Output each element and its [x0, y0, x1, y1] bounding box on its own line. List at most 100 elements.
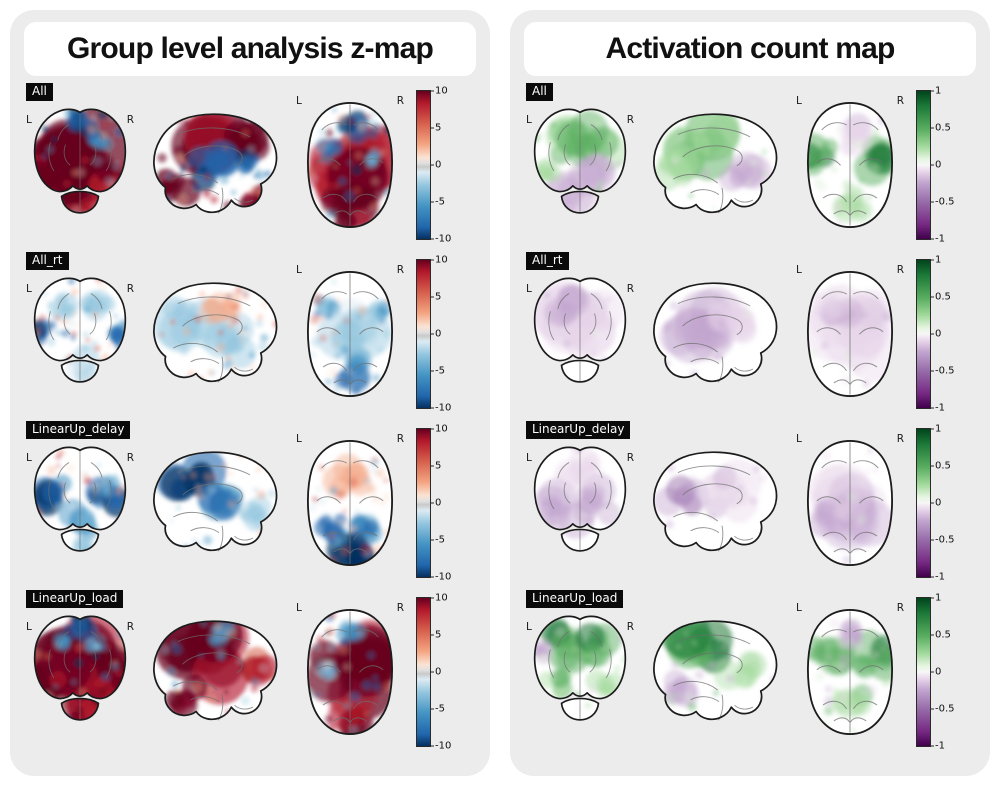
row-label: LinearUp_load	[526, 590, 624, 608]
colorbar-tick-label: -0.5	[930, 196, 955, 207]
colorbar-tick-label: 1	[929, 592, 942, 603]
colorbar-tick-label: 1	[929, 254, 942, 265]
hemisphere-right-label: R	[896, 601, 904, 614]
colorbar-tick-label: -1	[930, 740, 945, 751]
brain-sagittal-view	[139, 614, 289, 730]
colorbar-tick-label: -5	[430, 365, 445, 376]
hemisphere-left-label: L	[526, 451, 532, 464]
sagittal-glass-brain	[153, 112, 278, 213]
axial-glass-brain	[307, 608, 393, 735]
colorbar-tick-label: -1	[930, 402, 945, 413]
coronal-glass-brain	[533, 108, 627, 214]
row-label: All	[26, 83, 53, 101]
hemisphere-right-label: R	[896, 263, 904, 276]
colorbar-tick-label: 0	[429, 497, 442, 508]
colorbar-tick-label: 0	[929, 159, 942, 170]
hemisphere-right-label: R	[626, 620, 634, 633]
hemisphere-left-label: L	[296, 601, 302, 614]
colorbar-tick-label: -10	[429, 740, 452, 751]
axial-glass-brain	[807, 270, 893, 397]
hemisphere-left-label: L	[526, 113, 532, 126]
brain-sagittal-view	[639, 276, 789, 392]
axial-glass-brain	[807, 101, 893, 228]
colorbar-tick-label: 0	[929, 497, 942, 508]
hemisphere-right-label: R	[626, 113, 634, 126]
hemisphere-left-label: L	[296, 94, 302, 107]
colorbar-tick-label: 5	[429, 460, 442, 471]
colorbar-tick-label: 1	[929, 85, 942, 96]
colorbar-tick-label: 0.5	[930, 122, 951, 133]
coronal-glass-brain	[33, 446, 127, 552]
hemisphere-right-label: R	[896, 432, 904, 445]
coronal-glass-brain	[533, 615, 627, 721]
colorbar-tick-label: -5	[430, 196, 445, 207]
row-label: All	[526, 83, 553, 101]
hemisphere-right-label: R	[396, 601, 404, 614]
brain-sagittal-view	[139, 107, 289, 223]
row-label: All_rt	[26, 252, 69, 270]
colorbar-tick-label: -5	[430, 703, 445, 714]
hemisphere-left-label: L	[796, 432, 802, 445]
colorbar-tick-label: -1	[930, 571, 945, 582]
colorbar-tick-label: 0	[929, 328, 942, 339]
hemisphere-left-label: L	[296, 432, 302, 445]
colorbar-tick-label: 10	[430, 423, 448, 434]
coronal-glass-brain	[533, 277, 627, 383]
hemisphere-left-label: L	[296, 263, 302, 276]
colorbar-tick-label: 0.5	[930, 460, 951, 471]
axial-glass-brain	[307, 270, 393, 397]
colorbar-tick-label: 0	[929, 666, 942, 677]
colorbar-tick-label: 0	[429, 159, 442, 170]
hemisphere-right-label: R	[626, 451, 634, 464]
colorbar-tick-label: 0.5	[930, 291, 951, 302]
colorbar-tick-label: -10	[429, 402, 452, 413]
brain-sagittal-view	[639, 107, 789, 223]
brain-sagittal-view	[639, 445, 789, 561]
sagittal-glass-brain	[153, 619, 278, 720]
colorbar-tick-label: 0	[429, 328, 442, 339]
colorbar-tick-label: -0.5	[930, 703, 955, 714]
colorbar-tick-label: 10	[430, 85, 448, 96]
colorbar-tick-label: 0	[429, 666, 442, 677]
brain-sagittal-view	[139, 276, 289, 392]
sagittal-glass-brain	[653, 450, 778, 551]
colorbar-tick-label: 10	[430, 254, 448, 265]
hemisphere-right-label: R	[126, 451, 134, 464]
colorbar-tick-label: 5	[429, 629, 442, 640]
